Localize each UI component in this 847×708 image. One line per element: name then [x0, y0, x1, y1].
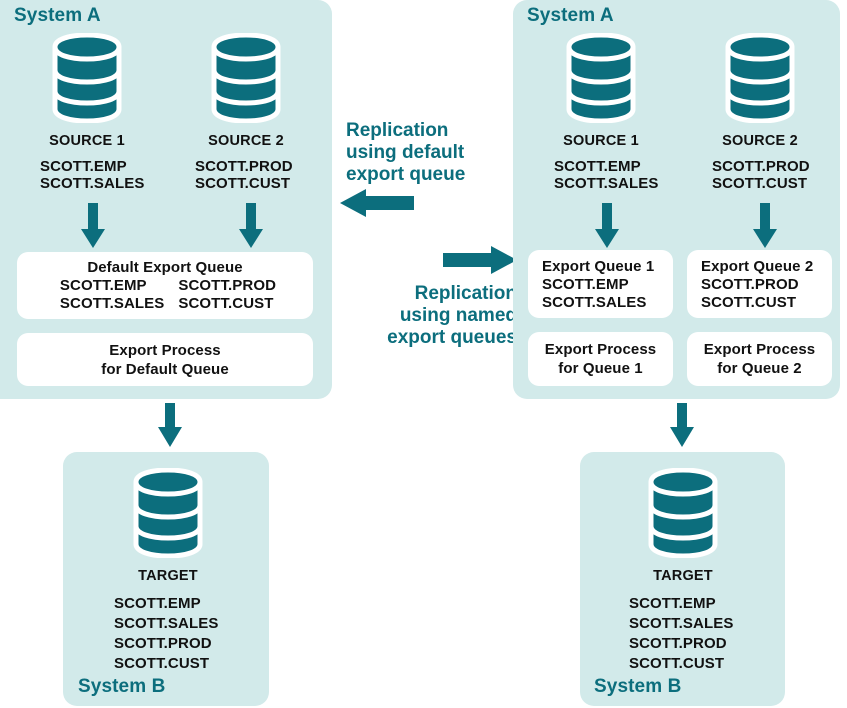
- left-source2-table-list: SCOTT.PROD SCOTT.CUST: [195, 158, 293, 192]
- right-process1-line2: for Queue 1: [558, 360, 643, 377]
- right-source2-database-icon: [722, 33, 798, 123]
- table-item: SCOTT.EMP: [114, 595, 201, 612]
- table-item: SCOTT.CUST: [701, 293, 797, 311]
- right-source1-database-icon: [563, 33, 639, 123]
- right-queue1-title: Export Queue 1: [542, 257, 655, 275]
- left-system-b-title: System B: [78, 676, 166, 697]
- right-target-database-icon: [645, 468, 721, 558]
- right-queue2-table-list: SCOTT.PROD SCOTT.CUST: [687, 276, 832, 312]
- right-queue1-table-list: SCOTT.EMP SCOTT.SALES: [528, 276, 673, 312]
- caption-line: using named: [399, 305, 517, 326]
- table-item: SCOTT.SALES: [114, 615, 219, 632]
- right-source1-down-arrow-icon: [594, 203, 620, 249]
- table-item: SCOTT.PROD: [178, 277, 277, 294]
- left-default-export-queue-box: Default Export Queue SCOTT.EMP SCOTT.SAL…: [17, 252, 313, 319]
- table-item: SCOTT.EMP: [542, 275, 629, 293]
- right-to-systemb-down-arrow-icon: [669, 403, 695, 448]
- center-top-caption: Replication using default export queue: [346, 120, 465, 186]
- table-item: SCOTT.CUST: [712, 175, 808, 192]
- table-item: SCOTT.EMP: [40, 158, 127, 175]
- table-item: SCOTT.EMP: [554, 158, 641, 175]
- left-queue-col1: SCOTT.EMP SCOTT.SALES: [60, 277, 164, 313]
- left-source2-down-arrow-icon: [238, 203, 264, 249]
- right-source2-table-list: SCOTT.PROD SCOTT.CUST: [712, 158, 810, 192]
- right-process2-line1: Export Process: [703, 341, 816, 358]
- right-export-process-2-box: Export Process for Queue 2: [687, 332, 832, 386]
- table-item: SCOTT.CUST: [629, 655, 725, 672]
- table-item: SCOTT.PROD: [712, 158, 810, 175]
- left-export-process-box: Export Process for Default Queue: [17, 333, 313, 386]
- left-process-line1: Export Process: [109, 341, 221, 359]
- replication-named-arrow-right-icon: [443, 246, 517, 274]
- table-item: SCOTT.SALES: [40, 175, 145, 192]
- table-item: SCOTT.PROD: [701, 275, 799, 293]
- table-item: SCOTT.CUST: [195, 175, 291, 192]
- table-item: SCOTT.EMP: [59, 277, 147, 294]
- right-export-process-1-box: Export Process for Queue 1: [528, 332, 673, 386]
- left-system-a-title: System A: [14, 5, 101, 26]
- left-source2-label: SOURCE 2: [208, 133, 284, 149]
- caption-line: export queue: [346, 164, 466, 185]
- table-item: SCOTT.SALES: [59, 295, 165, 312]
- table-item: SCOTT.CUST: [178, 295, 274, 312]
- left-source1-table-list: SCOTT.EMP SCOTT.SALES: [40, 158, 144, 192]
- left-target-database-icon: [130, 468, 206, 558]
- table-item: SCOTT.CUST: [114, 655, 210, 672]
- table-item: SCOTT.SALES: [542, 293, 647, 311]
- left-queue-table-columns: SCOTT.EMP SCOTT.SALES SCOTT.PROD SCOTT.C…: [17, 277, 313, 313]
- caption-line: Replication: [346, 120, 449, 141]
- table-item: SCOTT.PROD: [114, 635, 212, 652]
- right-export-queue-1-box: Export Queue 1 SCOTT.EMP SCOTT.SALES: [528, 250, 673, 318]
- caption-line: Replication: [414, 283, 517, 304]
- right-process2-line2: for Queue 2: [717, 360, 802, 377]
- right-source1-table-list: SCOTT.EMP SCOTT.SALES: [554, 158, 658, 192]
- right-queue2-title: Export Queue 2: [701, 257, 814, 275]
- right-system-a-title: System A: [527, 5, 614, 26]
- left-source1-label: SOURCE 1: [49, 133, 125, 149]
- right-system-b-title: System B: [594, 676, 682, 697]
- left-to-systemb-down-arrow-icon: [157, 403, 183, 448]
- center-bottom-caption: Replication using named export queues: [350, 283, 517, 349]
- right-process1-line1: Export Process: [544, 341, 657, 358]
- right-target-label: TARGET: [653, 568, 713, 584]
- table-item: SCOTT.SALES: [554, 175, 659, 192]
- caption-line: using default: [346, 142, 465, 163]
- left-target-table-list: SCOTT.EMP SCOTT.SALES SCOTT.PROD SCOTT.C…: [114, 594, 218, 674]
- right-source1-label: SOURCE 1: [563, 133, 639, 149]
- replication-default-arrow-left-icon: [340, 189, 414, 217]
- right-export-queue-2-box: Export Queue 2 SCOTT.PROD SCOTT.CUST: [687, 250, 832, 318]
- right-target-table-list: SCOTT.EMP SCOTT.SALES SCOTT.PROD SCOTT.C…: [629, 594, 733, 674]
- left-source2-database-icon: [208, 33, 284, 123]
- caption-line: export queues: [387, 327, 517, 348]
- table-item: SCOTT.EMP: [629, 595, 716, 612]
- right-source2-label: SOURCE 2: [722, 133, 798, 149]
- right-source2-down-arrow-icon: [752, 203, 778, 249]
- table-item: SCOTT.PROD: [195, 158, 293, 175]
- left-queue-title: Default Export Queue: [87, 259, 243, 276]
- left-source1-database-icon: [49, 33, 125, 123]
- left-source1-down-arrow-icon: [80, 203, 106, 249]
- left-target-label: TARGET: [138, 568, 198, 584]
- table-item: SCOTT.SALES: [629, 615, 734, 632]
- table-item: SCOTT.PROD: [629, 635, 727, 652]
- left-queue-col2: SCOTT.PROD SCOTT.CUST: [178, 277, 276, 313]
- left-process-line2: for Default Queue: [101, 360, 229, 378]
